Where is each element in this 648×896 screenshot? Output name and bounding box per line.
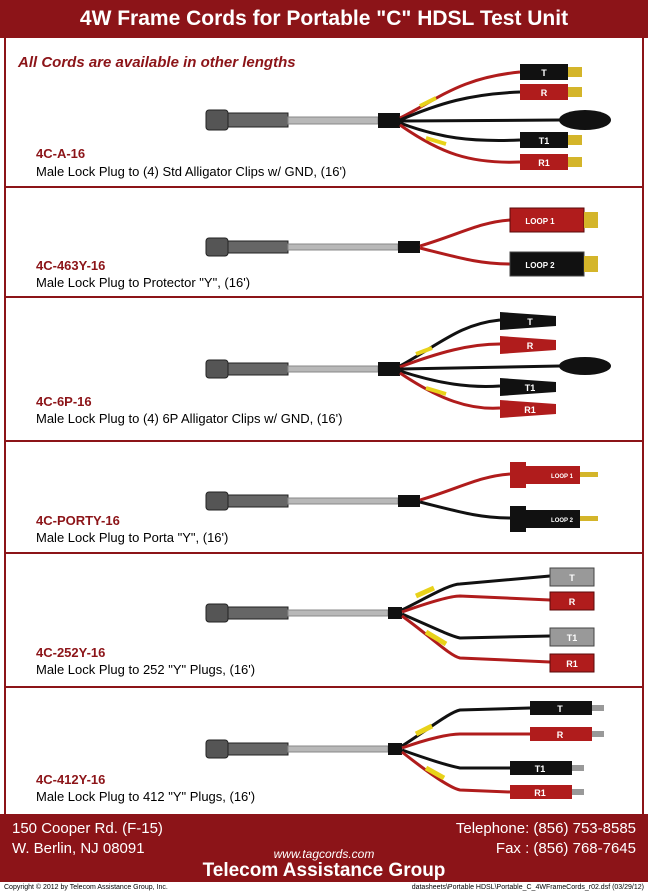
plug-label-t: T (557, 704, 563, 714)
product-section-4c-porty-16 (4, 442, 644, 554)
content-frame (4, 38, 644, 814)
company-name: Telecom Assistance Group (202, 860, 446, 881)
plug-label-t: T (569, 573, 575, 583)
page-title: 4W Frame Cords for Portable "C" HDSL Tes… (0, 0, 648, 38)
website-link[interactable]: www.tagcords.com (273, 847, 375, 861)
length-note: All Cords are available in other lengths (18, 54, 296, 71)
plug-label-r: R (569, 597, 576, 607)
clip-label-t1: T1 (539, 136, 550, 146)
plug-label-r: R (557, 730, 564, 740)
product-description: Male Lock Plug to 252 "Y" Plugs, (16') (36, 662, 256, 677)
clip-label-r1: R1 (538, 158, 550, 168)
copyright: Copyright © 2012 by Telecom Assistance G… (4, 884, 168, 891)
plug-label-r1: R1 (534, 788, 546, 798)
plug-label-loop2: LOOP 2 (525, 261, 555, 270)
product-code: 4C-252Y-16 (36, 645, 106, 660)
product-section-4c-463y-16 (4, 188, 644, 298)
plug-label-t1: T1 (535, 764, 546, 774)
cord-illustration-4c-412y-16: T R T1 R1 (205, 701, 604, 799)
cord-illustration-4c-a-16: T R T1 R1 (205, 64, 611, 170)
contact-footer: 150 Cooper Rd. (F-15) W. Berlin, NJ 0809… (0, 814, 648, 882)
clip-label-t: T (541, 68, 547, 78)
clip-label-r1: R1 (524, 405, 536, 415)
file-path: datasheets\Portable HDSL\Portable_C_4WFr… (411, 884, 644, 891)
clip-label-r: R (527, 341, 534, 351)
cord-illustration-4c-6p-16: T R T1 R1 (205, 312, 611, 418)
cord-illustration-4c-252y-16: T R T1 R1 (205, 567, 595, 673)
clip-label-t: T (527, 317, 533, 327)
product-code: 4C-6P-16 (36, 394, 92, 409)
product-section-4c-252y-16 (4, 554, 644, 688)
plug-label-loop1: LOOP 1 (525, 217, 555, 226)
plug-label-t1: T1 (567, 633, 578, 643)
product-code: 4C-412Y-16 (36, 772, 106, 787)
plug-label-loop2: LOOP 2 (551, 518, 574, 524)
fax: Fax : (856) 768-7645 (495, 840, 636, 857)
plug-label-r1: R1 (566, 659, 578, 669)
product-section-4c-6p-16 (4, 298, 644, 442)
product-description: Male Lock Plug to Protector "Y", (16') (36, 275, 251, 290)
product-description: Male Lock Plug to (4) Std Alligator Clip… (36, 164, 347, 179)
cord-illustration-4c-porty-16: LOOP 1 LOOP 2 (205, 462, 598, 532)
product-description: Male Lock Plug to Porta "Y", (16') (36, 530, 229, 545)
product-description: Male Lock Plug to 412 "Y" Plugs, (16') (36, 789, 256, 804)
product-section-4c-a-16 (4, 38, 644, 188)
product-description: Male Lock Plug to (4) 6P Alligator Clips… (36, 411, 343, 426)
clip-label-t1: T1 (525, 383, 536, 393)
product-code: 4C-A-16 (36, 146, 86, 161)
telephone: Telephone: (856) 753-8585 (455, 820, 636, 837)
cord-illustration-4c-463y-16: LOOP 1 LOOP 2 (205, 207, 598, 277)
address-line-1: 150 Cooper Rd. (F-15) (12, 820, 163, 837)
product-code: 4C-PORTY-16 (36, 513, 120, 528)
address-line-2: W. Berlin, NJ 08091 (12, 840, 145, 857)
clip-label-r: R (541, 88, 548, 98)
plug-label-loop1: LOOP 1 (551, 474, 574, 480)
product-code: 4C-463Y-16 (36, 258, 106, 273)
